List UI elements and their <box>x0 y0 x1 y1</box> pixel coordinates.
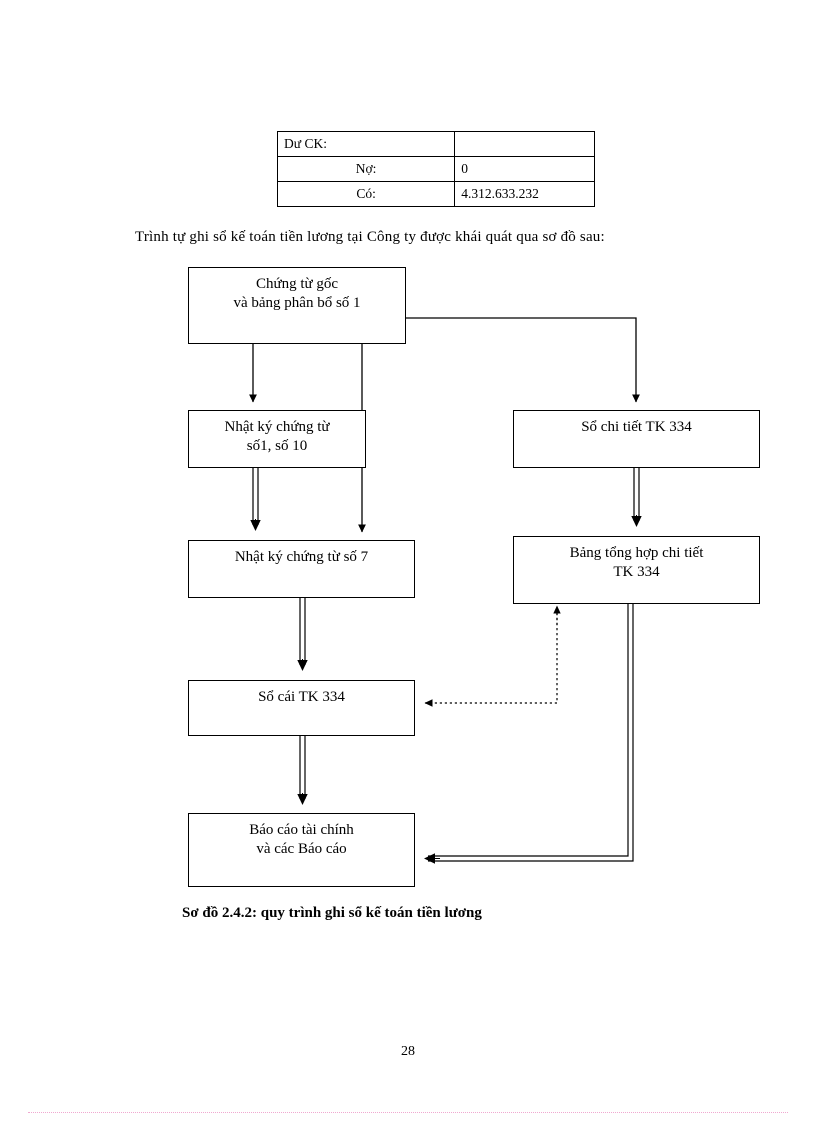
connector-socai-to-baocao <box>297 736 308 805</box>
figure-caption: Sơ đồ 2.4.2: quy trình ghi sổ kế toán ti… <box>182 905 482 921</box>
table-row: Nợ: 0 <box>276 156 595 182</box>
balance-row-label: Nợ: <box>276 156 456 182</box>
balance-row-value: 4.312.633.232 <box>454 181 595 207</box>
flow-node-line1: Nhật ký chứng từ số 7 <box>234 549 369 565</box>
flow-node-chung-tu-goc[interactable]: Chứng từ gốc và bảng phân bổ số 1 <box>188 267 406 344</box>
flow-node-line1: Báo cáo tài chính <box>249 822 354 838</box>
connector-nhatky1-to-nhatky7 <box>250 468 261 531</box>
balance-row-value: 0 <box>454 156 595 182</box>
connector-sochitiet-to-bangtonghop <box>631 468 642 527</box>
flow-node-line1: Nhật ký chứng từ <box>224 419 330 435</box>
flow-node-so-chi-tiet-tk334[interactable]: Sổ chi tiết TK 334 <box>513 410 760 468</box>
flow-node-line2: số1, số 10 <box>246 437 308 454</box>
flow-node-line1: Chứng từ gốc <box>255 276 339 292</box>
balance-row-value <box>454 131 595 157</box>
page-bottom-rule <box>28 1112 788 1113</box>
balance-row-label: Có: <box>276 181 456 207</box>
table-row: Dư CK: <box>276 131 595 157</box>
flow-node-nhat-ky-chung-tu-so7[interactable]: Nhật ký chứng từ số 7 <box>188 540 415 598</box>
connector-chungtu-to-sochitiet <box>406 317 640 403</box>
connector-nhatky7-to-socai <box>297 598 308 671</box>
intro-paragraph: Trình tự ghi sổ kế toán tiền lương tại C… <box>135 229 605 245</box>
balance-row-label: Dư CK: <box>276 131 456 157</box>
connector-bangtonghop-socai-dotted <box>424 605 561 707</box>
flow-node-line2: và các Báo cáo <box>256 840 347 857</box>
flow-node-nhat-ky-chung-tu-so1-so10[interactable]: Nhật ký chứng từ số1, số 10 <box>188 410 366 468</box>
flow-node-line1: Bảng tổng hợp chi tiết <box>569 545 704 561</box>
connector-bangtonghop-to-baocao <box>424 604 634 864</box>
flow-node-line1: Sổ cái TK 334 <box>258 689 345 705</box>
balance-table: Dư CK: Nợ: 0 Có: 4.312.633.232 <box>276 131 595 207</box>
flow-node-line2: TK 334 <box>613 563 660 580</box>
page-number: 28 <box>401 1044 415 1059</box>
flow-node-line1: Sổ chi tiết TK 334 <box>581 419 692 435</box>
flow-node-line2: và bảng phân bổ số 1 <box>233 294 361 311</box>
flow-node-bao-cao-tai-chinh[interactable]: Báo cáo tài chính và các Báo cáo <box>188 813 415 887</box>
table-row: Có: 4.312.633.232 <box>276 181 595 207</box>
flow-node-so-cai-tk334[interactable]: Sổ cái TK 334 <box>188 680 415 736</box>
flow-node-bang-tong-hop-chi-tiet-tk334[interactable]: Bảng tổng hợp chi tiết TK 334 <box>513 536 760 604</box>
